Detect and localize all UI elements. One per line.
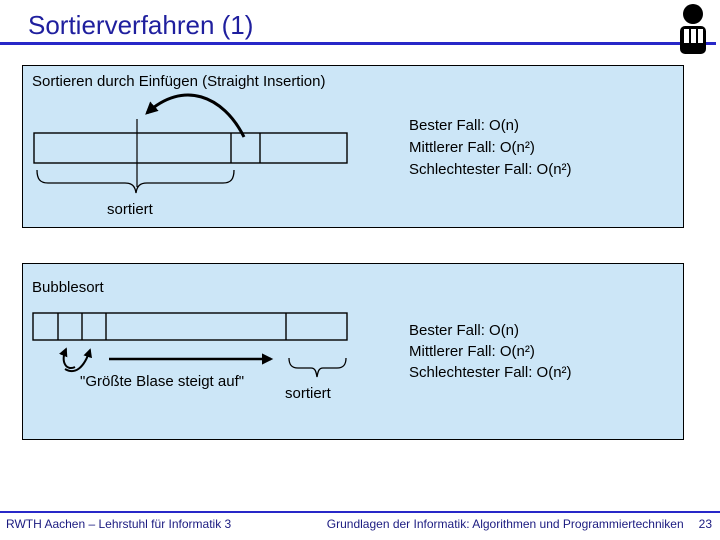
- insert-arrow: [145, 93, 246, 138]
- title-divider: [0, 42, 716, 45]
- sorted-brace: [288, 357, 347, 378]
- swap-arrow-left: [59, 347, 76, 369]
- swap-arrow-right: [64, 348, 92, 373]
- section-heading: Sortieren durch Einfügen (Straight Inser…: [32, 73, 326, 90]
- page-title: Sortierverfahren (1): [28, 10, 254, 40]
- complexity-list: Bester Fall: O(n) Mittlerer Fall: O(n²) …: [409, 320, 572, 383]
- bubble-quote-label: "Größte Blase steigt auf": [80, 373, 245, 390]
- complexity-best: Bester Fall: O(n): [409, 322, 520, 339]
- footer-divider: [0, 511, 720, 513]
- informatik-person-logo-icon: [676, 3, 710, 55]
- straight-insertion-panel: Sortieren durch Einfügen (Straight Inser…: [22, 65, 684, 228]
- complexity-average: Mittlerer Fall: O(n²): [409, 139, 535, 156]
- footer-course-info: Grundlagen der Informatik: Algorithmen u…: [327, 517, 712, 531]
- complexity-list: Bester Fall: O(n) Mittlerer Fall: O(n²) …: [409, 115, 572, 181]
- array-bar: [32, 312, 348, 341]
- logo-body-shape: [680, 26, 706, 54]
- complexity-worst: Schlechtester Fall: O(n²): [409, 161, 572, 178]
- array-bar: [33, 132, 348, 164]
- bubblesort-diagram: [32, 312, 348, 378]
- sorted-label: sortiert: [107, 201, 153, 218]
- section-heading: Bubblesort: [32, 279, 104, 296]
- logo-head-shape: [683, 4, 703, 24]
- complexity-worst: Schlechtester Fall: O(n²): [409, 364, 572, 381]
- footer-course-title: Grundlagen der Informatik: Algorithmen u…: [326, 517, 684, 531]
- bubblesort-panel: Bubblesort "Größte Blase steigt auf" sor…: [22, 263, 684, 440]
- complexity-average: Mittlerer Fall: O(n²): [409, 343, 535, 360]
- sorted-label: sortiert: [285, 385, 331, 402]
- footer-institution: RWTH Aachen – Lehrstuhl für Informatik 3: [6, 517, 232, 531]
- page-number: 23: [698, 517, 712, 531]
- insertion-diagram: [33, 93, 348, 194]
- complexity-best: Bester Fall: O(n): [409, 117, 520, 134]
- sorted-brace: [36, 169, 235, 194]
